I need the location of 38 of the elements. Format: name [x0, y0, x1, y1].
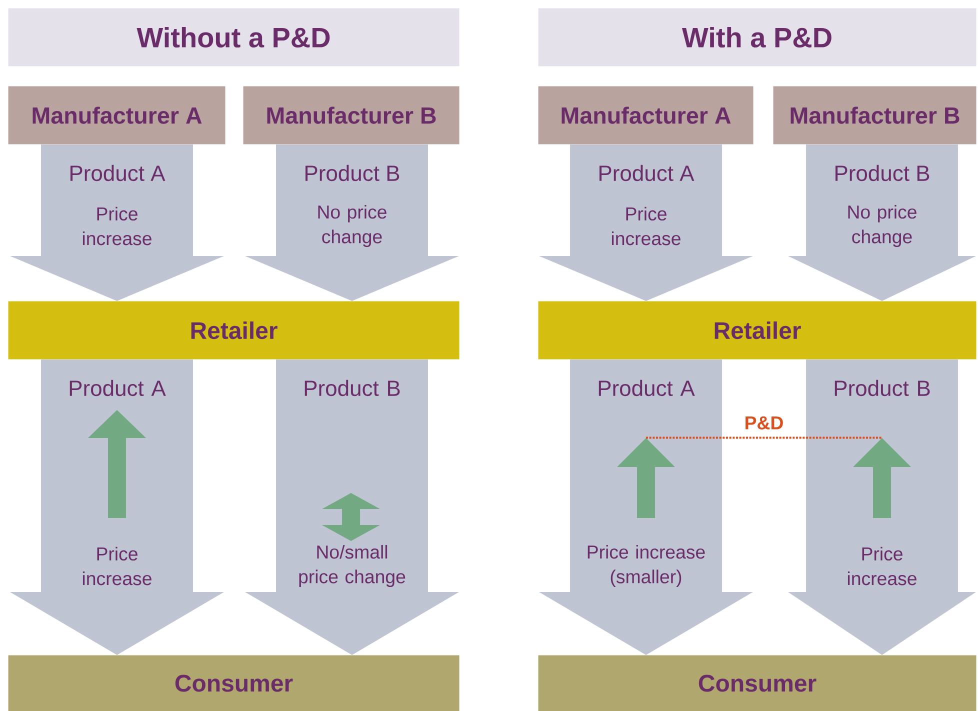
title-band: Without a P&D	[8, 8, 460, 66]
consumer-bar: Consumer	[8, 655, 460, 711]
product-label: Product A	[598, 380, 695, 396]
price-note: Price increase (smaller)	[588, 544, 705, 588]
price-note: No/small price change	[299, 544, 406, 588]
block-arrow	[10, 144, 224, 301]
product-label: Product A	[70, 380, 166, 396]
retailer-bar: Retailer	[8, 301, 460, 360]
edge-label: Product B	[836, 164, 930, 182]
block-arrow	[788, 144, 976, 301]
block-arrow	[539, 360, 753, 655]
up-arrow	[617, 438, 675, 518]
edge-label: P&D	[746, 416, 783, 430]
block-arrow	[10, 360, 224, 655]
manufacturer-box: Manufacturer A	[8, 86, 226, 144]
price-note: Price increase	[848, 546, 916, 586]
edge-label: Product A	[70, 164, 166, 182]
manufacturer-box: Manufacturer A	[538, 86, 754, 144]
product-label: Product B	[304, 380, 400, 396]
dotted-line	[646, 436, 882, 439]
price-note: Price increase	[612, 206, 680, 246]
edge-label: Product A	[600, 164, 694, 182]
retailer-bar: Retailer	[538, 301, 976, 360]
product-label: Product B	[834, 380, 930, 396]
up-arrow	[853, 438, 911, 518]
block-arrow	[539, 144, 753, 301]
price-note: Price increase	[82, 206, 152, 246]
price-note: No price change	[848, 204, 916, 248]
manufacturer-box: Manufacturer B	[243, 86, 460, 144]
block-arrow	[788, 360, 976, 655]
title-band: With a P&D	[538, 8, 976, 66]
block-arrow	[245, 360, 459, 655]
manufacturer-box: Manufacturer B	[773, 86, 976, 144]
consumer-bar: Consumer	[538, 655, 976, 711]
price-note: Price increase	[82, 546, 152, 586]
price-note: No price change	[318, 204, 386, 248]
edge-label: Product B	[306, 164, 400, 182]
block-arrow	[245, 144, 459, 301]
